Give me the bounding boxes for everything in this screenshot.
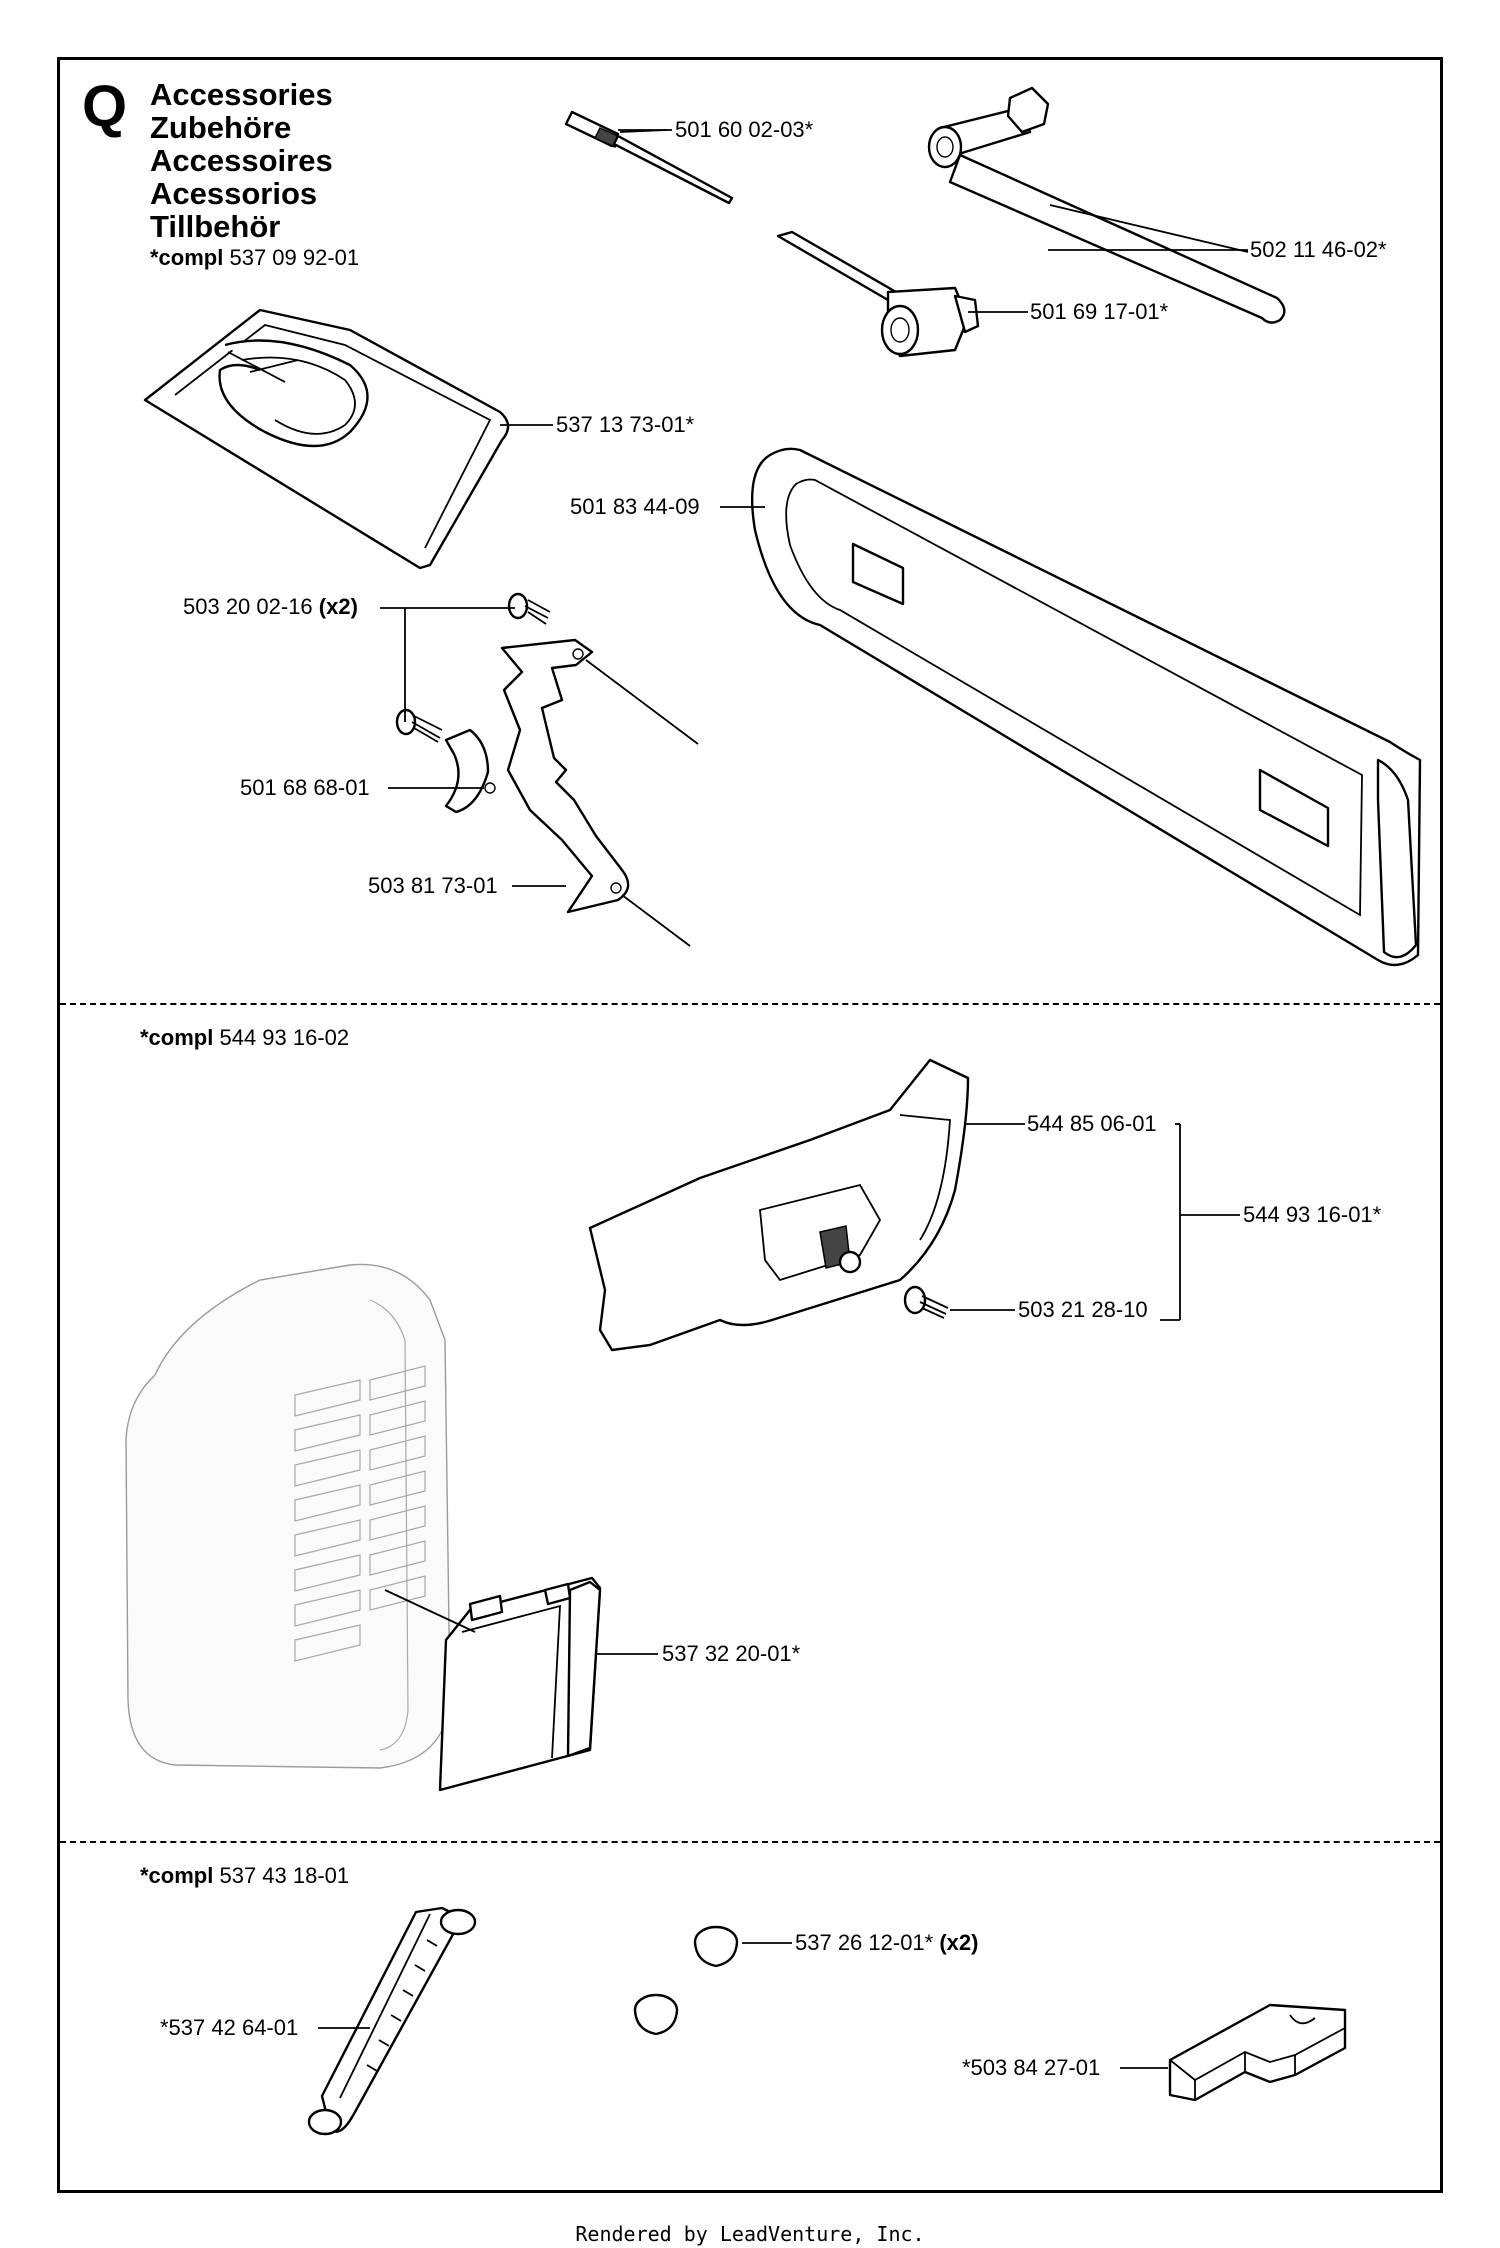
group-1-compl: *compl 537 09 92-01 bbox=[150, 245, 359, 271]
section-title-de: Zubehöre bbox=[150, 110, 292, 145]
screw-quantity: (x2) bbox=[318, 594, 358, 619]
diagram-frame bbox=[57, 57, 1443, 2193]
muffler-slots bbox=[294, 1365, 426, 1662]
section-letter: Q bbox=[82, 74, 128, 139]
part-label-guard: 544 85 06-01 bbox=[1027, 1111, 1157, 1136]
plug-illustration bbox=[633, 1925, 792, 2036]
compl-number: 544 93 16-02 bbox=[219, 1025, 350, 1050]
section-title-pt: Acessorios bbox=[150, 176, 318, 211]
section-divider-1 bbox=[60, 1003, 1440, 1005]
leader-lines-section-2 bbox=[950, 1123, 1240, 1321]
part-label-tool-bag: 537 13 73-01* bbox=[556, 412, 695, 437]
leader-lines-section-1 bbox=[380, 129, 1248, 887]
section-title-list: Accessories Zubehöre Accessoires Acessor… bbox=[150, 78, 333, 243]
section-title-en: Accessories bbox=[150, 77, 333, 112]
compl-number: 537 43 18-01 bbox=[219, 1863, 350, 1888]
part-label-plug: 537 26 12-01* (x2) bbox=[795, 1930, 978, 1956]
part-label-plate: 503 81 73-01 bbox=[368, 873, 498, 898]
part-label-block: *503 84 27-01 bbox=[962, 2055, 1101, 2080]
part-label-guard-screw: 503 21 28-10 bbox=[1018, 1297, 1148, 1322]
part-label-guard-kit: 544 93 16-01* bbox=[1243, 1202, 1382, 1227]
chain-guard-illustration bbox=[588, 1058, 970, 1352]
winter-cover-illustration bbox=[384, 1576, 658, 1792]
part-label-combination-spanner: 502 11 46-02* bbox=[1250, 237, 1387, 262]
part-label-screw: 503 20 02-16 (x2) bbox=[183, 594, 358, 620]
compl-label: *compl bbox=[150, 245, 224, 270]
part-label-screwdriver-spanner: 501 69 17-01* bbox=[1030, 299, 1169, 324]
footer-credit: Rendered by LeadVenture, Inc. bbox=[575, 2222, 925, 2246]
group-2-compl: *compl 544 93 16-02 bbox=[140, 1025, 349, 1051]
section-divider-2 bbox=[60, 1841, 1440, 1843]
block-illustration bbox=[1120, 2003, 1347, 2102]
tool-bag-illustration bbox=[143, 308, 510, 570]
part-label-hose: *537 42 64-01 bbox=[160, 2015, 299, 2040]
compl-number: 537 09 92-01 bbox=[229, 245, 360, 270]
section-title-fr: Accessoires bbox=[150, 143, 333, 178]
screwdriver-spanner-illustration bbox=[776, 230, 980, 358]
screw-number: 503 20 02-16 bbox=[183, 594, 313, 619]
group-3-compl: *compl 537 43 18-01 bbox=[140, 1863, 349, 1889]
hose-illustration bbox=[307, 1906, 477, 2136]
part-label-bracket: 501 68 68-01 bbox=[240, 775, 370, 800]
bar-cover-illustration bbox=[750, 447, 1422, 967]
compl-label: *compl bbox=[140, 1025, 214, 1050]
part-label-winter-cover: 537 32 20-01* bbox=[662, 1641, 801, 1666]
plug-quantity: (x2) bbox=[939, 1930, 979, 1955]
plate-illustration bbox=[500, 638, 699, 947]
bracket-illustration bbox=[444, 728, 496, 814]
part-label-bar-cover: 501 83 44-09 bbox=[570, 494, 700, 519]
section-title-sv: Tillbehör bbox=[150, 209, 281, 244]
compl-label: *compl bbox=[140, 1863, 214, 1888]
screw-illustration bbox=[395, 592, 551, 743]
plug-number: 537 26 12-01* bbox=[795, 1930, 934, 1955]
muffler-outline-illustration bbox=[125, 1263, 451, 1769]
combination-spanner-illustration bbox=[927, 86, 1286, 324]
part-label-file: 501 60 02-03* bbox=[675, 117, 814, 142]
guard-screw-illustration bbox=[838, 1250, 949, 1319]
